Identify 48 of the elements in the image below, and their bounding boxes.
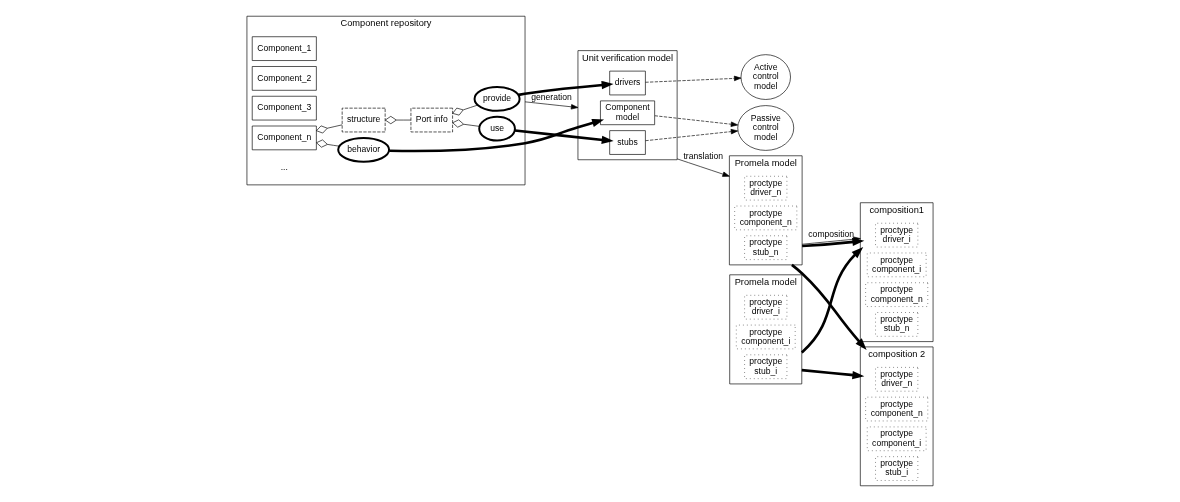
node-box: proctype stub_i bbox=[875, 456, 919, 481]
node-box: Port info bbox=[410, 107, 453, 133]
node-box: structure bbox=[341, 107, 386, 133]
arrow bbox=[801, 368, 865, 380]
edge-label: translation bbox=[683, 151, 724, 162]
connector bbox=[452, 119, 480, 128]
node-box: proctype component_n bbox=[865, 396, 929, 422]
arrow bbox=[791, 263, 867, 350]
connector bbox=[316, 124, 343, 134]
node-ellipse: provide bbox=[473, 86, 521, 112]
arrow bbox=[654, 115, 739, 127]
node-box: Component_3 bbox=[251, 95, 317, 121]
node-box: proctype driver_i bbox=[744, 295, 788, 320]
node-box: proctype stub_i bbox=[744, 354, 788, 379]
arrow bbox=[800, 246, 864, 354]
node-box: Component_n bbox=[251, 125, 317, 151]
node-box: proctype component_i bbox=[866, 426, 927, 452]
node-box: proctype component_i bbox=[736, 324, 796, 350]
connector bbox=[316, 139, 340, 148]
node-ellipse: Passive control model bbox=[737, 105, 795, 151]
arrow bbox=[676, 158, 730, 177]
connector bbox=[384, 116, 412, 125]
arrow bbox=[524, 101, 579, 110]
arrow bbox=[389, 118, 605, 153]
arrow bbox=[645, 75, 742, 83]
node-box: drivers bbox=[609, 70, 646, 96]
node-box: Component_2 bbox=[251, 66, 317, 91]
arrow bbox=[518, 80, 614, 97]
arrow bbox=[645, 128, 739, 142]
node-box: proctype driver_n bbox=[744, 175, 788, 201]
connector bbox=[452, 104, 478, 116]
node-ellipse: use bbox=[478, 115, 516, 142]
edge-label: generation bbox=[531, 92, 572, 103]
node-box: proctype component_n bbox=[865, 282, 929, 307]
node-box: proctype component_i bbox=[866, 252, 927, 278]
node-box: proctype driver_i bbox=[875, 222, 919, 248]
node-box: proctype component_n bbox=[734, 205, 798, 231]
arrow bbox=[514, 129, 614, 144]
node-ellipse: behavior bbox=[337, 136, 391, 163]
node-box: proctype stub_n bbox=[875, 312, 919, 337]
node-box: Component_1 bbox=[251, 36, 317, 61]
node-box: stubs bbox=[609, 130, 646, 155]
node-box: Component model bbox=[600, 100, 655, 125]
node-box: proctype driver_n bbox=[875, 367, 919, 392]
edge-label: composition bbox=[808, 229, 855, 240]
label: ... bbox=[280, 161, 288, 172]
node-circle: Active control model bbox=[740, 54, 791, 100]
node-box: proctype stub_n bbox=[744, 235, 788, 260]
